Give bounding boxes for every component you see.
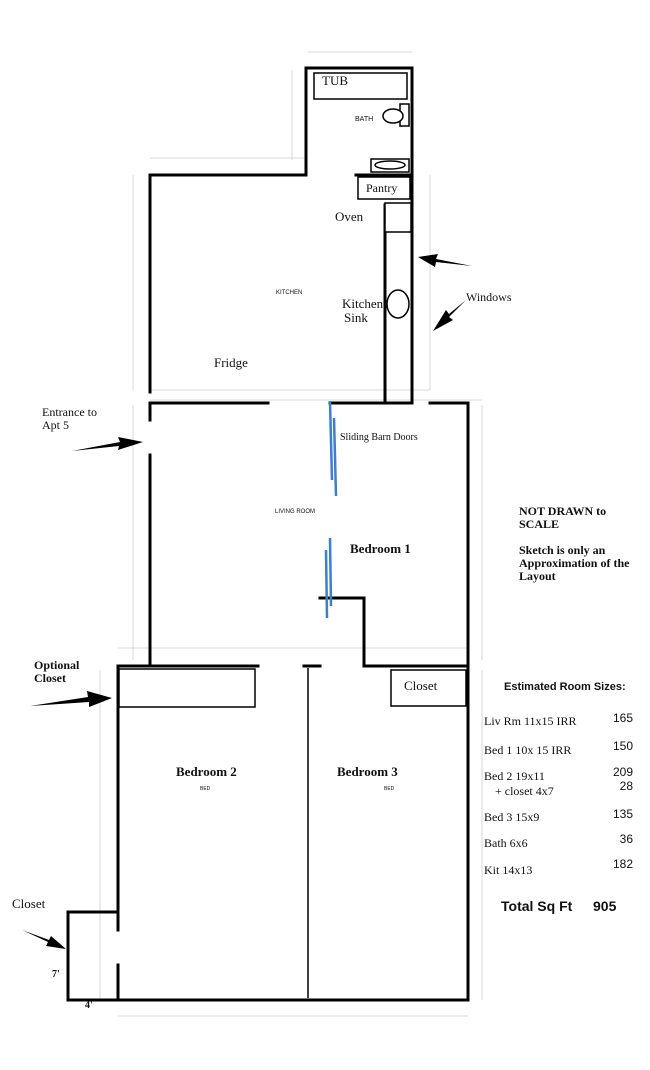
size-row-value: 36 — [620, 832, 634, 846]
room-sizes-heading: Estimated Room Sizes: — [504, 681, 626, 693]
sliding-doors-label: Sliding Barn Doors — [340, 432, 418, 443]
kitchen-label: KITCHEN — [276, 290, 302, 296]
size-row-label: Liv Rm 11x15 IRR — [484, 714, 577, 728]
fridge-label: Fridge — [214, 355, 248, 370]
total-sqft-label: Total Sq Ft — [501, 898, 573, 914]
note-line-3: Sketch is only an — [519, 543, 606, 557]
closet-arrow-icon — [22, 930, 66, 949]
size-row-label: + closet 4x7 — [495, 784, 554, 798]
note-line-1: NOT DRAWN to — [519, 504, 606, 518]
note-line-4: Approximation of the — [519, 556, 630, 570]
bedroom2-label: Bedroom 2 — [176, 764, 237, 779]
tub-label: TUB — [322, 73, 348, 88]
closet-width-label: 7' — [52, 969, 60, 980]
bedroom3-label: Bedroom 3 — [337, 764, 398, 779]
walls — [66, 66, 470, 1002]
living-room-label: LIVING ROOM — [275, 509, 315, 515]
size-row-label: Bath 6x6 — [484, 836, 528, 850]
windows-arrow-upper-icon — [418, 254, 472, 267]
optional-closet-label-2: Closet — [34, 671, 66, 685]
bed-label-3: BED — [384, 786, 395, 792]
note-line-2: SCALE — [519, 517, 559, 531]
size-row-label: Bed 1 10x 15 IRR — [484, 743, 571, 757]
room-sizes-table: Estimated Room Sizes: Liv Rm 11x15 IRR 1… — [484, 681, 633, 914]
kitchen-sink-label-1: Kitchen — [342, 296, 384, 311]
optional-closet-arrow-icon — [30, 691, 112, 707]
closet-side-label: Closet — [12, 896, 46, 911]
size-row-label: Bed 3 15x9 — [484, 810, 539, 824]
windows-label: Windows — [466, 290, 512, 304]
closet-bedroom3-box — [390, 669, 467, 707]
kitchen-sink-label-2: Sink — [344, 310, 368, 325]
arrows — [22, 254, 472, 949]
oven-label: Oven — [335, 209, 364, 224]
pantry-label: Pantry — [366, 181, 397, 195]
toilet-bowl — [382, 108, 404, 124]
optional-closet-box — [118, 668, 256, 708]
bedroom1-label: Bedroom 1 — [350, 541, 411, 556]
dimension-lines — [99, 51, 483, 1017]
total-sqft-value: 905 — [593, 898, 617, 914]
windows-arrow-lower-icon — [433, 300, 466, 331]
bath-label: BATH — [355, 116, 373, 123]
kitchen-sink-fixture — [386, 289, 410, 319]
entrance-arrow-icon — [72, 437, 143, 451]
closet-bedroom3-label: Closet — [404, 678, 438, 693]
tub-fixture — [313, 72, 408, 100]
size-row-label: Bed 2 19x11 — [484, 769, 545, 783]
size-row-value: 209 — [613, 765, 633, 779]
size-row-value: 150 — [613, 739, 633, 753]
size-row-value: 135 — [613, 807, 633, 821]
oven-box — [384, 202, 412, 233]
closet-depth-label: 4' — [85, 1000, 93, 1011]
scale-note: NOT DRAWN to SCALE Sketch is only an App… — [519, 504, 630, 583]
bed-label-2: BED — [200, 786, 211, 792]
size-row-label: Kit 14x13 — [484, 863, 532, 877]
entrance-label-1: Entrance to — [42, 405, 97, 419]
pantry-box — [357, 176, 411, 200]
optional-closet-label-1: Optional — [34, 658, 80, 672]
fixtures — [118, 72, 467, 708]
size-row-value: 28 — [620, 779, 634, 793]
size-row-value: 165 — [613, 711, 633, 725]
sliding-barn-doors — [324, 401, 338, 619]
size-row-value: 182 — [613, 857, 633, 871]
entrance-label-2: Apt 5 — [42, 418, 69, 432]
note-line-5: Layout — [519, 569, 556, 583]
